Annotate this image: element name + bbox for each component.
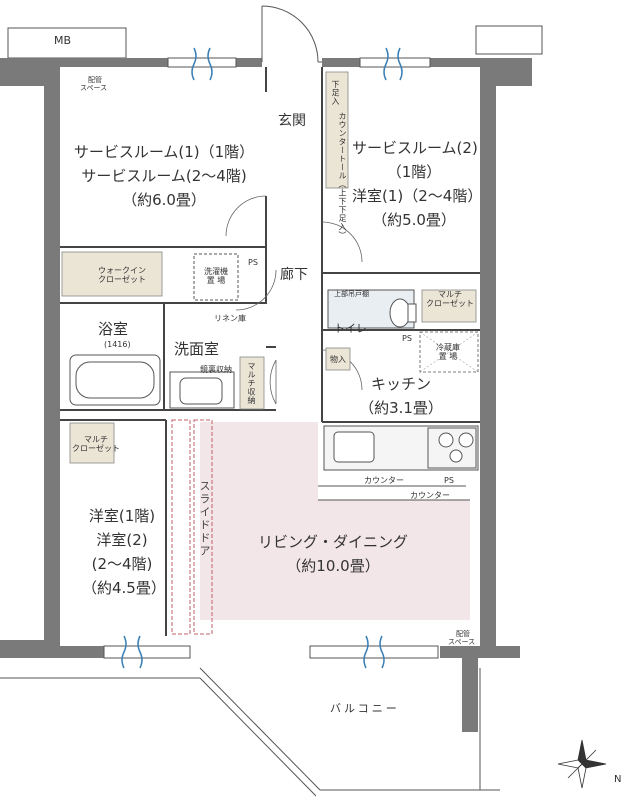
service-room-2-line-1: サービスルーム(2) [352, 139, 478, 157]
slide-door-label: スライドドア [198, 480, 211, 558]
bath-size-label: (1416) [104, 340, 131, 349]
counter-2-label: カウンター [410, 491, 450, 500]
washer-space-line-2: 置 場 [206, 276, 226, 285]
service-room-2-label: サービスルーム(2) （1階） 洋室(1)（2〜4階） （約5.0畳） [352, 136, 483, 232]
mb-box [7, 27, 127, 59]
shoe-box-label: 下足入 [331, 80, 340, 106]
compass-n-label: N [614, 774, 622, 785]
bath-label: 浴室 [98, 320, 129, 338]
ps-label-3: PS [444, 476, 454, 485]
western-room-line-2: 洋室(2) [96, 531, 148, 549]
service-room-1-label: サービスルーム(1)（1階） サービスルーム(2〜4階) （約6.0畳） [66, 140, 262, 212]
western-room-label: 洋室(1階) 洋室(2) (2〜4階) （約4.5畳） [82, 504, 166, 600]
ps-label-2: PS [402, 334, 412, 343]
fridge-line-1: 冷蔵庫 [436, 343, 460, 352]
interior-walls [60, 67, 480, 636]
fridge-line-2: 置 場 [438, 352, 458, 361]
multi-storage-label: マルチ収納 [247, 362, 256, 405]
kitchen-counter [323, 425, 479, 471]
windows-bottom [103, 645, 439, 659]
multi-closet-right-line-1: マルチ [438, 290, 462, 299]
multi-closet-right-line-2: クローゼット [426, 299, 474, 308]
counter-1-label: カウンター [364, 476, 404, 485]
service-room-2-line-3: 洋室(1)（2〜4階） [352, 187, 483, 205]
hallway-label: 廊下 [280, 267, 308, 283]
counter-tall-label: カウンタートール（上下下足入） [338, 112, 347, 240]
living-label: リビング・ダイニング （約10.0畳） [248, 530, 418, 578]
mirror-storage-label: 鏡裏収納 [200, 365, 232, 374]
walk-in-closet-label: ウォークイン クローゼット [98, 266, 146, 284]
toilet-fixture [327, 289, 417, 329]
kitchen-line-2: （約3.1畳） [359, 399, 443, 417]
windows-top [167, 57, 431, 68]
washer-space-line-1: 洗濯機 [204, 267, 228, 276]
pipe-space-bottom-label: 配管 スペース [448, 630, 475, 646]
kitchen-line-1: キッチン [370, 375, 431, 393]
airflow-arrows [121, 47, 403, 669]
walk-in-closet-line-1: ウォークイン [98, 266, 146, 275]
upper-cabinet-label: 上部吊戸棚 [334, 290, 369, 298]
bathtub [69, 354, 161, 406]
multi-closet-left-line-1: マルチ [84, 435, 108, 444]
pipe-space-top-label: 配管 スペース [80, 76, 107, 92]
compass-icon [557, 739, 607, 789]
entrance-label: 玄関 [278, 113, 306, 129]
pipe-space-top-line-2: スペース [80, 84, 108, 92]
linen-label: リネン庫 [214, 314, 246, 323]
balcony-label: バルコニー [330, 702, 400, 715]
western-room-line-1: 洋室(1階) [88, 507, 156, 525]
multi-closet-right-label: マルチ クローゼット [426, 290, 474, 308]
service-room-1-line-2: サービスルーム(2〜4階) [81, 167, 247, 185]
mb-label: MB [54, 34, 72, 47]
pipe-space-top-line-1: 配管 [88, 76, 102, 84]
washroom-label: 洗面室 [174, 340, 220, 358]
kitchen-label: キッチン （約3.1畳） [356, 372, 446, 420]
washbasin [169, 371, 235, 409]
fridge-label: 冷蔵庫 置 場 [436, 343, 460, 361]
service-room-2-line-2: （1階） [386, 163, 442, 181]
living-area-fill [200, 422, 470, 620]
service-room-1-line-1: サービスルーム(1)（1階） [73, 143, 255, 161]
living-line-2: （約10.0畳） [286, 557, 380, 575]
balcony-outline [0, 667, 500, 797]
western-room-line-3: (2〜4階) [91, 555, 153, 573]
toilet-label: トイレ [334, 322, 367, 335]
pipe-space-bottom-line-1: 配管 [456, 630, 470, 638]
washer-space-label: 洗濯機 置 場 [204, 267, 228, 285]
washer-space [193, 253, 239, 301]
service-room-1-line-3: （約6.0畳） [122, 191, 206, 209]
multi-closet-left-line-2: クローゼット [72, 444, 120, 453]
storage-small-label: 物入 [330, 355, 346, 364]
fridge-space [419, 331, 479, 373]
living-line-1: リビング・ダイニング [257, 533, 408, 551]
storage-areas [61, 71, 477, 464]
ps-label-1: PS [248, 258, 258, 267]
slide-door [171, 419, 213, 635]
western-room-line-4: （約4.5畳） [82, 579, 166, 597]
walk-in-closet-line-2: クローゼット [98, 275, 146, 284]
entrance-door [261, 5, 322, 63]
service-room-2-line-4: （約5.0畳） [372, 211, 456, 229]
exterior-walls [0, 58, 532, 732]
multi-closet-left-label: マルチ クローゼット [72, 435, 120, 453]
pipe-space-bottom-line-2: スペース [448, 638, 476, 646]
ac-box-top-right [475, 25, 543, 55]
